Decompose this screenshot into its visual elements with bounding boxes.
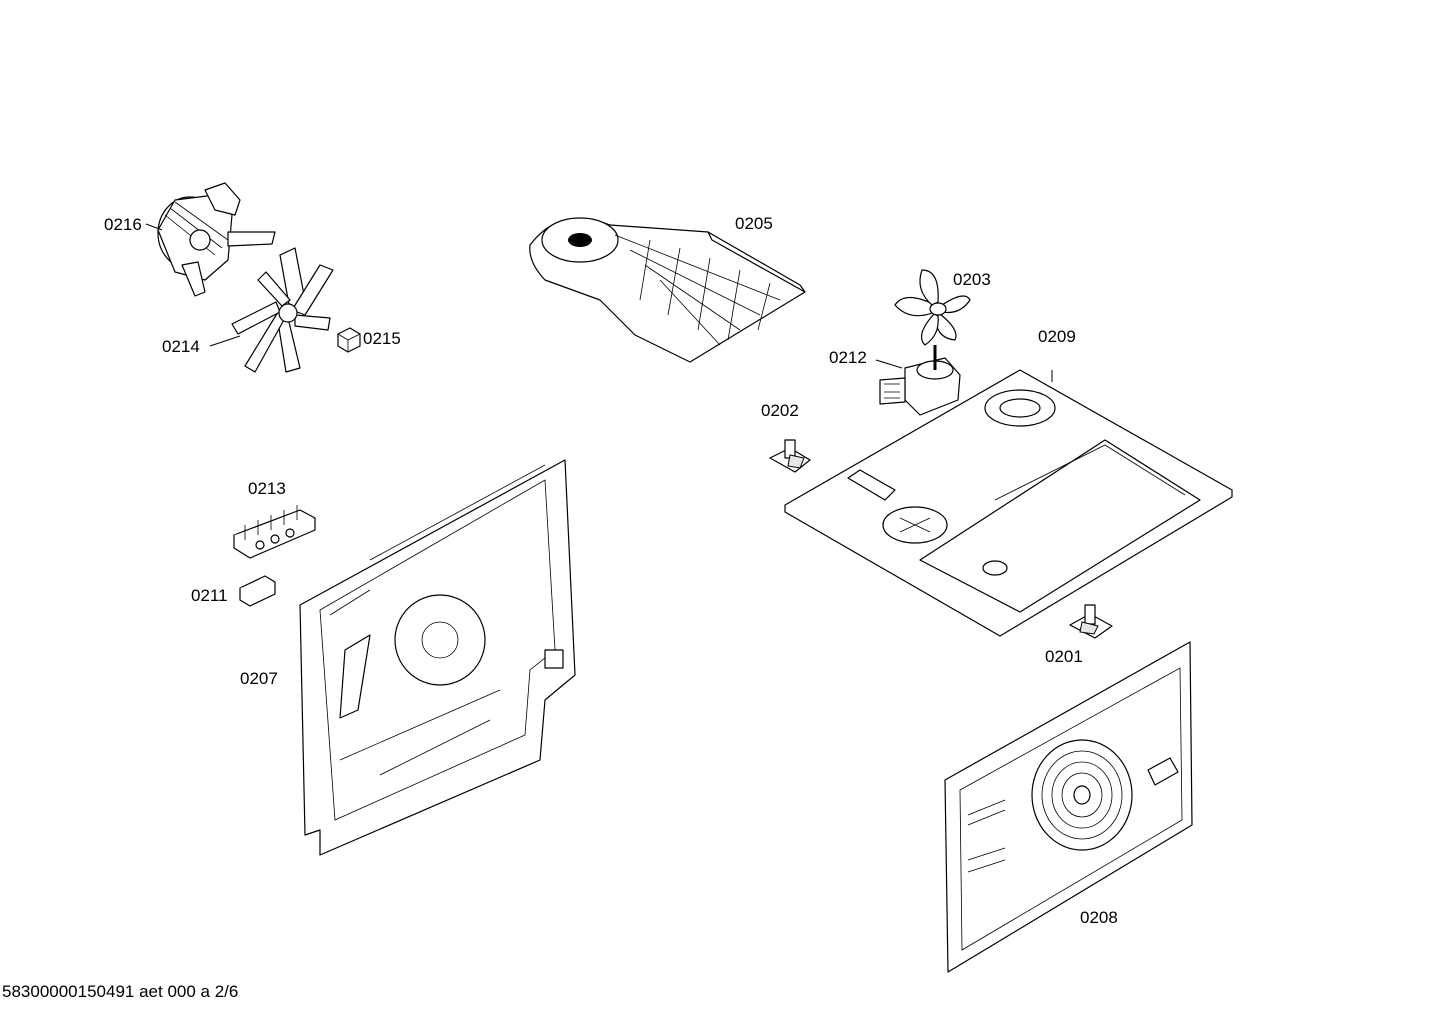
part-0216-fan-motor — [145, 182, 276, 297]
part-0203-fan-blade — [894, 269, 971, 346]
label-0205: 0205 — [735, 214, 773, 233]
label-0215: 0215 — [363, 329, 401, 348]
label-0208: 0208 — [1080, 908, 1118, 927]
part-0209-top-panel — [784, 369, 1233, 637]
part-0205-air-duct — [529, 217, 806, 363]
part-0202-thermostat — [769, 439, 811, 473]
part-0201-thermostat — [1069, 604, 1113, 639]
drawing-number-footer: 58300000150491 aet 000 a 2/6 — [2, 982, 239, 1001]
part-0208-rear-panel — [944, 641, 1193, 973]
part-0211-clip — [239, 575, 276, 607]
part-0215-nut — [337, 327, 361, 353]
label-0212: 0212 — [829, 348, 867, 367]
label-0207: 0207 — [240, 669, 278, 688]
label-0211: 0211 — [191, 586, 228, 605]
label-0202: 0202 — [761, 401, 799, 420]
part-0207-back-panel — [299, 459, 576, 856]
part-0212-motor — [875, 345, 961, 416]
label-0201: 0201 — [1045, 647, 1083, 666]
label-0216: 0216 — [104, 215, 142, 234]
label-0213: 0213 — [248, 479, 286, 498]
part-0214-fan-blade — [209, 247, 334, 373]
label-0203: 0203 — [953, 270, 991, 289]
label-0214: 0214 — [162, 337, 200, 356]
label-0209: 0209 — [1038, 327, 1076, 346]
part-0213-terminal-block — [233, 505, 316, 559]
